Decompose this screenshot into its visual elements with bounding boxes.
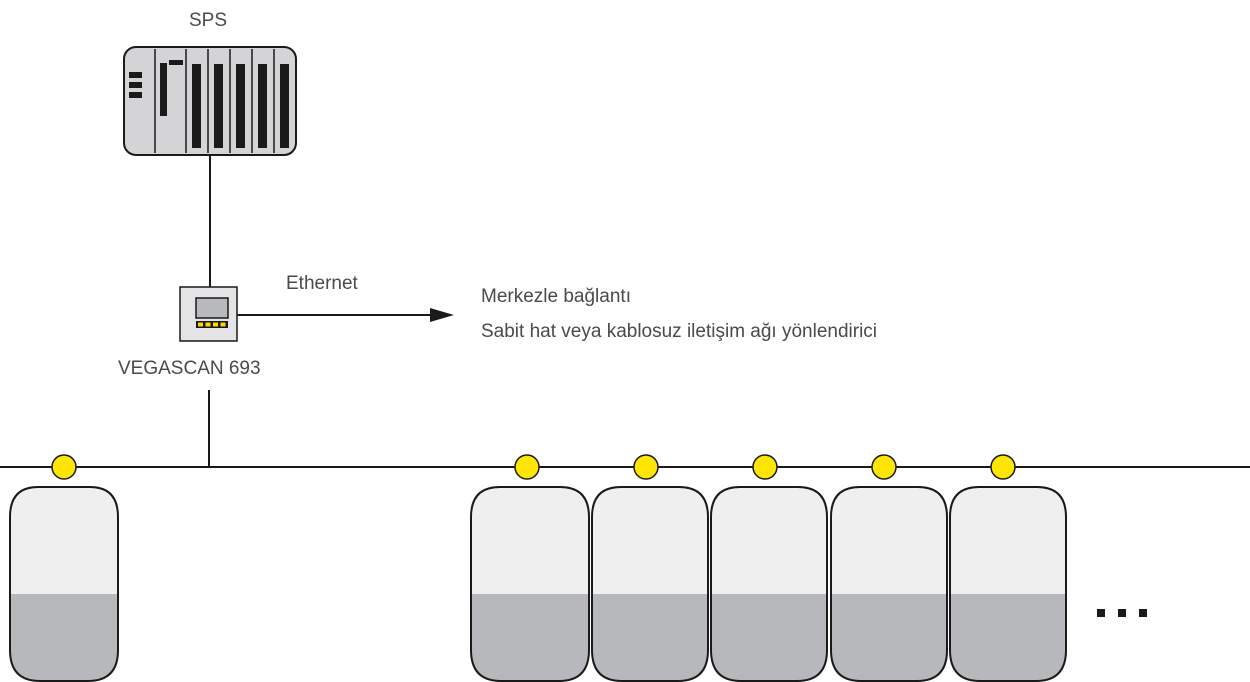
destination-label-line2: Sabit hat veya kablosuz iletişim ağı yön…: [481, 321, 877, 342]
destination-label-line1: Merkezle bağlantı: [481, 286, 631, 307]
continuation-dots: ...: [1097, 609, 1147, 617]
tank: [9, 486, 119, 682]
tank: [591, 486, 709, 682]
dot: [1139, 609, 1147, 617]
plc-label: SPS: [189, 10, 227, 31]
tank: [710, 486, 828, 682]
ethernet-label: Ethernet: [286, 273, 359, 294]
tank: [949, 486, 1067, 682]
dot: [1097, 609, 1105, 617]
sensor: [51, 454, 77, 480]
ethernet-arrowhead: [430, 308, 454, 322]
tank: [470, 486, 590, 682]
sensor: [514, 454, 540, 480]
device-label: VEGASCAN 693: [118, 358, 261, 379]
sensor: [633, 454, 659, 480]
sensor: [990, 454, 1016, 480]
plc-rack: [123, 46, 297, 156]
sensor: [752, 454, 778, 480]
sensor: [871, 454, 897, 480]
tank: [830, 486, 948, 682]
vegascan-device: [179, 286, 238, 342]
dot: [1118, 609, 1126, 617]
